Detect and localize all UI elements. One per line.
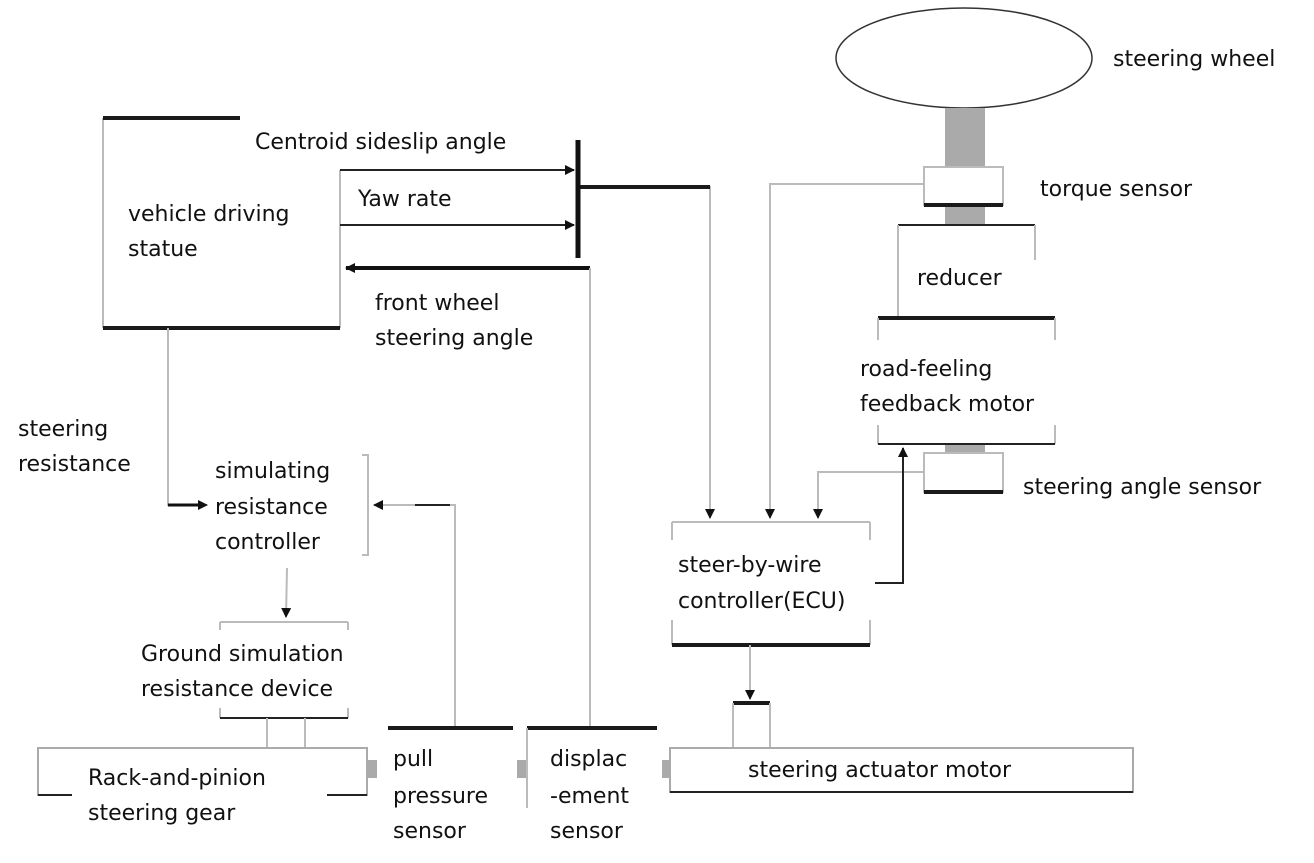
rack-label-1: Rack-and-pinion [88, 766, 266, 791]
vehicle-label-1: vehicle driving [128, 202, 290, 227]
steering-wheel-label: steering wheel [1113, 47, 1275, 72]
steering-shaft-sensor [945, 444, 985, 454]
pull-sensor-to-controller-arrow [373, 500, 456, 728]
steering-resistance-label-1: steering [18, 417, 108, 442]
ground-simulation-box [219, 621, 349, 748]
ground-label-1: Ground simulation [141, 642, 344, 667]
steering-resistance-arrow [167, 328, 208, 510]
simulating-controller-bracket [362, 454, 369, 556]
reducer-label: reducer [917, 266, 1003, 291]
road-feeling-label-1: road-feeling [860, 357, 992, 382]
actuator-label: steering actuator motor [748, 758, 1012, 783]
ecu-box [671, 521, 871, 647]
torque-sensor-label: torque sensor [1040, 177, 1193, 202]
steering-angle-sensor-label: steering angle sensor [1023, 475, 1262, 500]
rack-label-2: steering gear [88, 801, 236, 826]
state-to-ecu-arrow [578, 186, 715, 519]
disp-label-3: sensor [550, 819, 624, 844]
centroid-label: Centroid sideslip angle [255, 130, 506, 155]
steering-shaft [945, 108, 985, 167]
rack-pull-connector [367, 760, 377, 778]
torque-sensor-box [923, 166, 1004, 207]
displacement-sensor-box [526, 726, 657, 808]
sim-controller-label-3: controller [215, 530, 321, 555]
vehicle-label-2: statue [128, 237, 198, 262]
steering-actuator-motor-box [669, 747, 1134, 793]
actuator-coupling [732, 701, 771, 748]
steering-shaft-lower [945, 205, 985, 225]
pull-label-2: pressure [393, 784, 488, 809]
vehicle-driving-statue-box [102, 116, 341, 330]
displacement-actuator-connector [662, 760, 671, 778]
disp-label-2: -ement [550, 784, 629, 809]
pull-displacement-connector [517, 760, 527, 778]
ecu-label-1: steer-by-wire [678, 553, 821, 578]
road-feeling-label-2: feedback motor [860, 392, 1035, 417]
angle-sensor-to-ecu-arrow [813, 471, 924, 519]
pull-label-1: pull [393, 747, 433, 772]
ecu-to-road-motor-arrow [875, 447, 908, 584]
disp-label-1: displac [550, 747, 627, 772]
front-wheel-label-1: front wheel [375, 291, 499, 316]
controller-to-ground-arrow [281, 567, 292, 618]
steering-angle-sensor-box [923, 452, 1004, 494]
sim-controller-label-2: resistance [215, 495, 328, 520]
torque-to-ecu-arrow [765, 183, 924, 519]
steering-resistance-label-2: resistance [18, 452, 131, 477]
reducer-box [897, 224, 1036, 318]
road-feeling-motor-box [877, 316, 1056, 445]
yaw-rate-label: Yaw rate [357, 187, 452, 212]
front-wheel-label-2: steering angle [375, 326, 533, 351]
sim-controller-label-1: simulating [215, 459, 330, 484]
steering-wheel [835, 7, 1093, 109]
ground-label-2: resistance device [141, 677, 333, 702]
pull-label-3: sensor [393, 819, 467, 844]
ecu-label-2: controller(ECU) [678, 589, 845, 614]
